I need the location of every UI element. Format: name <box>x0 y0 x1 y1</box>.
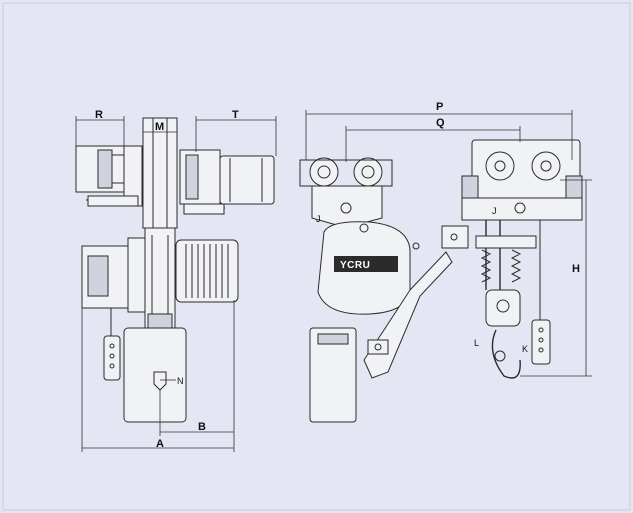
spring-left <box>480 249 492 283</box>
label-j-right: J <box>492 206 497 216</box>
hook <box>153 371 167 391</box>
label-k: K <box>522 344 528 354</box>
label-t: T <box>232 109 239 121</box>
hoist-motor <box>175 239 239 303</box>
load-hook <box>491 329 521 379</box>
label-b: B <box>198 421 206 433</box>
brand-plate <box>334 256 398 272</box>
right-view: J L K <box>461 139 583 379</box>
label-q: Q <box>436 117 445 129</box>
dimensions-right: P Q H <box>305 101 592 377</box>
label-j-left: J <box>316 214 321 224</box>
front-chain-bag <box>309 327 357 423</box>
label-r: R <box>95 109 103 121</box>
label-m: M <box>155 121 164 133</box>
trolley-motor <box>219 155 275 205</box>
front-view: J YCRU <box>299 157 469 423</box>
right-wheel-right <box>531 151 561 181</box>
brand-text: YCRU <box>340 260 370 271</box>
label-a: A <box>156 438 164 450</box>
side-view: R M T A B N <box>75 109 277 452</box>
hook-block <box>485 289 521 327</box>
label-h: H <box>572 263 580 275</box>
beam <box>142 117 178 229</box>
label-n: N <box>177 376 184 386</box>
label-p: P <box>436 101 443 113</box>
front-wheel-right <box>353 157 383 187</box>
front-wheel-left <box>309 157 339 187</box>
right-wheel-left <box>485 151 515 181</box>
spring-right <box>510 249 522 283</box>
label-l: L <box>474 338 479 348</box>
